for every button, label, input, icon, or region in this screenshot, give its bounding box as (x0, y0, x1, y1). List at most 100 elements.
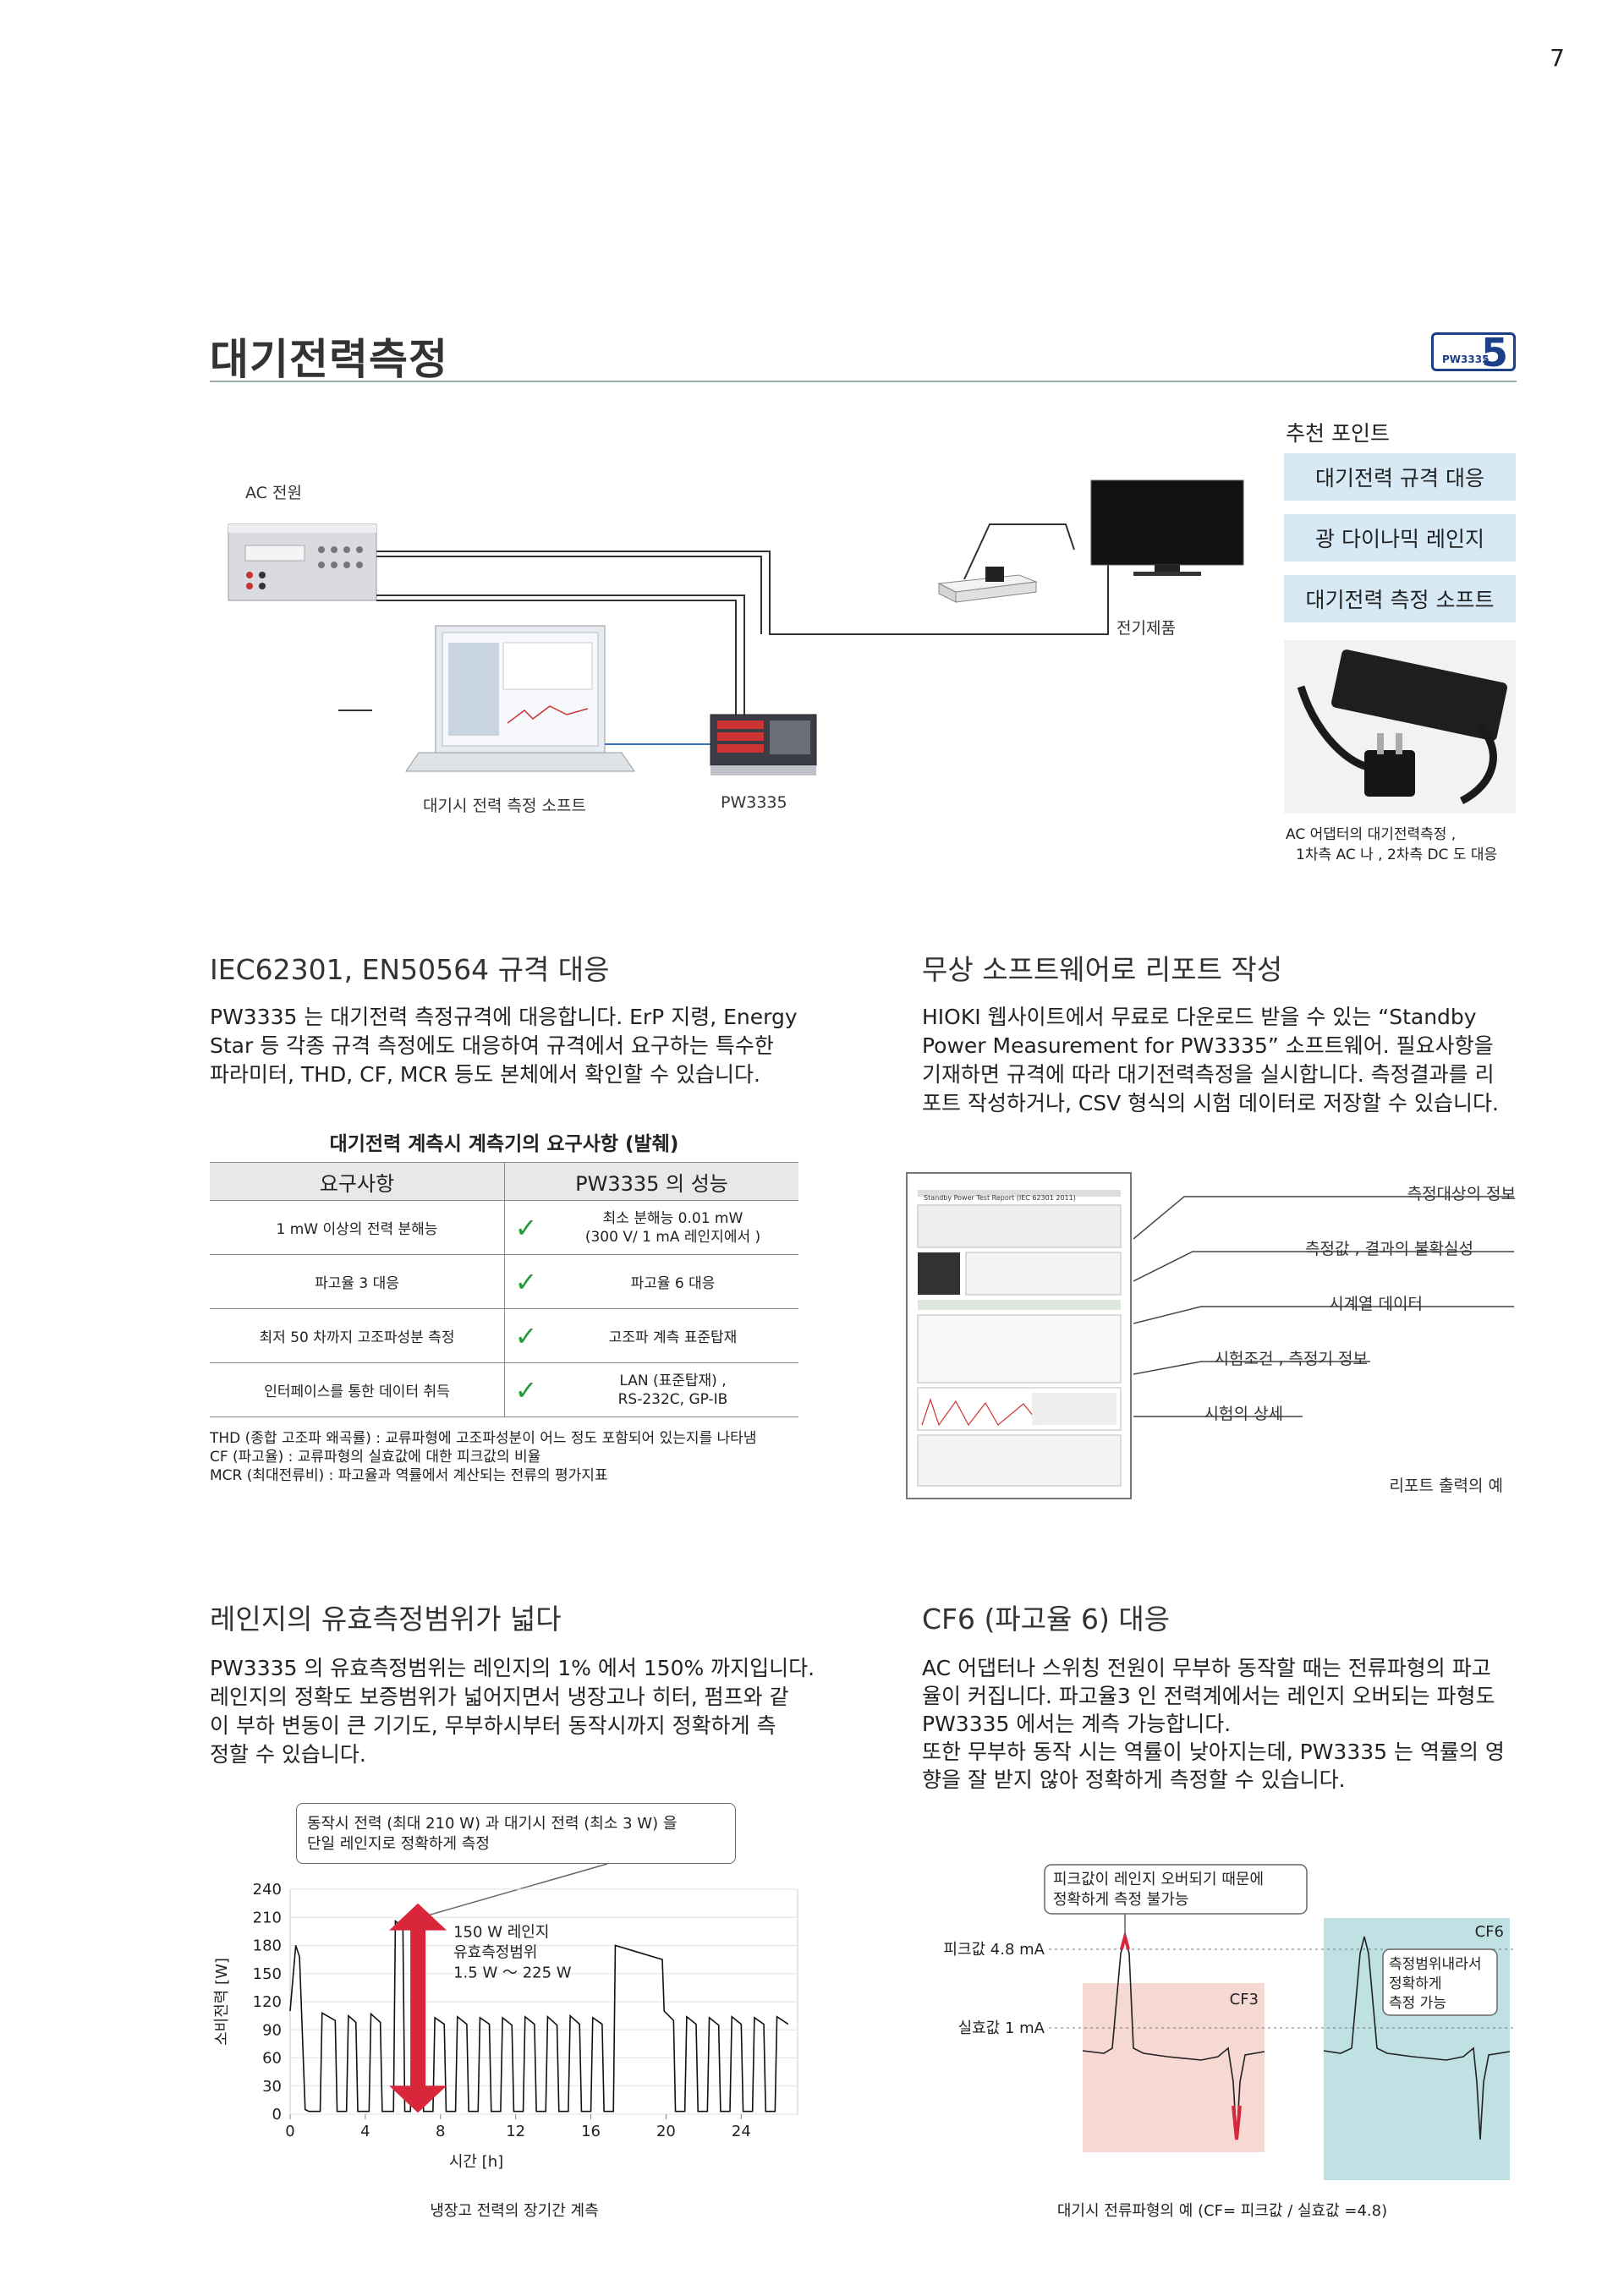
badge-number: 5 (1480, 330, 1508, 375)
software-heading: 무상 소프트웨어로 리포트 작성 (922, 953, 1283, 986)
current-waveform-diagram: 피크값이 레인지 오버되기 때문에 정확하게 측정 불가능 측정범위내라서 정확… (943, 1864, 1514, 2180)
y-tick-label: 90 (262, 2021, 282, 2039)
recommend-title: 추천 포인트 (1286, 421, 1390, 446)
x-tick-label: 20 (656, 2123, 676, 2140)
rms-value-label: 실효값 1 mA (958, 2019, 1045, 2037)
arrow-shaft (410, 1928, 426, 2088)
meter-label: PW3335 (721, 793, 787, 812)
trough-overrange-mark (1232, 2105, 1242, 2140)
arrow-label-1: 150 W 레인지 (453, 1924, 549, 1942)
peak-value-label: 피크값 4.8 mA (943, 1941, 1045, 1959)
cf3-callout-line2: 정확하게 측정 불가능 (1053, 1891, 1188, 1909)
range-callout-line2: 단일 레인지로 정확하게 측정 (307, 1835, 490, 1853)
x-tick-label: 16 (581, 2123, 601, 2140)
adapter-caption-line2: 1차측 AC 나 , 2차측 DC 도 대응 (1296, 847, 1498, 863)
cf6-line-1: AC 어댑터나 스위칭 전원이 무부하 동작할 때는 전류파형의 파고 (922, 1656, 1491, 1680)
y-axis-label: 소비전력 [W] (213, 1958, 231, 2046)
iec-line-2: Star 등 각종 규격 측정에도 대응하여 규격에서 요구하는 특수한 (210, 1033, 774, 1058)
cf3-callout-line1: 피크값이 레인지 오버되기 때문에 (1053, 1871, 1264, 1888)
callout-target-info: 측정대상의 정보 (1407, 1185, 1516, 1203)
title-divider (210, 381, 1517, 382)
section-title: 대기전력측정 (210, 335, 448, 384)
x-tick-label: 4 (360, 2123, 370, 2140)
ac-power-label: AC 전원 (245, 484, 302, 502)
cf3-label: CF3 (1230, 1991, 1259, 2008)
software-line-1: HIOKI 웹사이트에서 무료로 다운로드 받을 수 있는 “Standby (922, 1005, 1477, 1029)
req-cell: 1 mW 이상의 전력 분해능 (210, 1200, 505, 1255)
note-cf: CF (파고율) : 교류파형의 실효값에 대한 피크값의 비율 (210, 1449, 541, 1466)
cf6-line-2: 율이 커집니다. 파고율3 인 전력계에서는 레인지 오버되는 파형도 (922, 1684, 1495, 1708)
y-tick-label: 120 (253, 1993, 282, 2011)
adapter-caption: AC 어댑터의 대기전력측정 , 1차측 AC 나 , 2차측 DC 도 대응 (1286, 825, 1497, 865)
perf-line-2: RS-232C, GP-IB (617, 1390, 728, 1408)
y-tick-label: 240 (253, 1881, 282, 1899)
req-cell: 파고율 3 대응 (210, 1254, 505, 1309)
tv-icon (1090, 479, 1244, 576)
req-cell: 최저 50 차까지 고조파성분 측정 (210, 1308, 505, 1363)
check-icon: ✓ (504, 1200, 547, 1255)
ac-adapter-photo (1284, 640, 1516, 814)
cf3-callout-box (1044, 1864, 1308, 1915)
requirements-table-title: 대기전력 계측시 계측기의 요구사항 (발췌) (329, 1133, 679, 1155)
req-cell: 인터페이스를 통한 데이터 취득 (210, 1362, 505, 1417)
col-performance: PW3335 의 성능 (504, 1162, 798, 1201)
iec-heading: IEC62301, EN50564 규격 대응 (210, 953, 610, 986)
table-row: 최저 50 차까지 고조파성분 측정 ✓ 고조파 계측 표준탑재 (210, 1308, 798, 1363)
waveform-cf6 (1323, 1936, 1511, 2140)
x-tick-label: 0 (285, 2123, 294, 2140)
cf6-paragraph: AC 어댑터나 스위칭 전원이 무부하 동작할 때는 전류파형의 파고 율이 커… (922, 1654, 1522, 1794)
perf-line-1: LAN (표준탑재) , (619, 1372, 727, 1389)
perf-cell: 파고율 6 대응 (547, 1254, 798, 1309)
y-tick-label: 180 (253, 1937, 282, 1955)
device-label: 전기제품 (1116, 619, 1176, 638)
y-tick-label: 210 (253, 1909, 282, 1926)
page-number: 7 (1550, 44, 1565, 72)
y-tick-label: 150 (253, 1965, 282, 1983)
iec-paragraph: PW3335 는 대기전력 측정규격에 대응합니다. ErP 지령, Energ… (210, 1003, 819, 1089)
y-tick-label: 0 (272, 2106, 282, 2123)
range-arrow-icon (389, 1903, 447, 2113)
y-tick-label: 30 (262, 2078, 282, 2096)
callout-time-series: 시계열 데이터 (1329, 1295, 1423, 1313)
cf6-ok-line1: 측정범위내라서 (1389, 1956, 1481, 1973)
range-paragraph: PW3335 의 유효측정범위는 레인지의 1% 에서 150% 까지입니다. … (210, 1654, 819, 1769)
cf6-line-5: 향을 잘 받지 않아 정확하게 측정할 수 있습니다. (922, 1767, 1346, 1792)
range-callout-box: 동작시 전력 (최대 210 W) 과 대기시 전력 (최소 3 W) 을 단일… (296, 1803, 736, 1864)
model-badge: PW3335 5 (1431, 330, 1516, 375)
callout-test-conditions: 시험조건 , 측정기 정보 (1214, 1350, 1368, 1368)
note-thd: THD (종합 고조파 왜곡률) : 교류파형에 고조파성분이 어느 정도 포함… (210, 1430, 757, 1447)
callout-pointer (412, 1863, 608, 1921)
arrow-head-down (389, 2085, 447, 2113)
note-mcr: MCR (최대전류비) : 파고율과 역률에서 계산되는 전류의 평가지표 (210, 1467, 608, 1484)
cf6-callout-box (1382, 1948, 1498, 2016)
laptop-icon (405, 625, 635, 772)
check-icon: ✓ (504, 1308, 547, 1363)
perf-cell: LAN (표준탑재) , RS-232C, GP-IB (547, 1362, 798, 1417)
peak-overrange-mark (1120, 1930, 1130, 1950)
col-requirement: 요구사항 (210, 1162, 505, 1201)
table-row: 파고율 3 대응 ✓ 파고율 6 대응 (210, 1254, 798, 1309)
range-caption: 냉장고 전력의 장기간 계측 (430, 2202, 599, 2220)
power-series-line (289, 1920, 789, 2112)
adapter-caption-line1: AC 어댑터의 대기전력측정 , (1286, 826, 1457, 843)
recommend-item-2: 광 다이나믹 레인지 (1284, 514, 1516, 562)
cf6-line-3: PW3335 에서는 계측 가능합니다. (922, 1712, 1232, 1736)
requirements-table: 요구사항 PW3335 의 성능 1 mW 이상의 전력 분해능 ✓ 최소 분해… (210, 1162, 798, 1417)
table-header-row: 요구사항 PW3335 의 성능 (210, 1162, 798, 1201)
range-line-4: 정할 수 있습니다. (210, 1742, 366, 1767)
pw3335-meter-icon (710, 714, 817, 775)
y-tick-label: 60 (262, 2050, 282, 2068)
table-row: 1 mW 이상의 전력 분해능 ✓ 최소 분해능 0.01 mW (300 V/… (210, 1200, 798, 1255)
connection-diagram (228, 479, 1244, 775)
x-axis-label: 시간 [h] (449, 2153, 503, 2171)
cf6-heading: CF6 (파고율 6) 대응 (922, 1603, 1171, 1636)
report-thumbnail-title: Standby Power Test Report (IEC 62301 201… (924, 1194, 1076, 1202)
report-thumbnail: Standby Power Test Report (IEC 62301 201… (906, 1172, 1132, 1499)
software-line-2: Power Measurement for PW3335” 소프트웨어. 필요사… (922, 1033, 1494, 1058)
badge-model: PW3335 (1442, 353, 1490, 365)
range-callout-line1: 동작시 전력 (최대 210 W) 과 대기시 전력 (최소 3 W) 을 (307, 1815, 678, 1833)
perf-line-2: (300 V/ 1 mA 레인지에서 ) (584, 1228, 761, 1246)
cf6-line-4: 또한 무부하 동작 시는 역률이 낮아지는데, PW3335 는 역률의 영 (922, 1740, 1505, 1764)
x-tick-label: 12 (506, 2123, 525, 2140)
